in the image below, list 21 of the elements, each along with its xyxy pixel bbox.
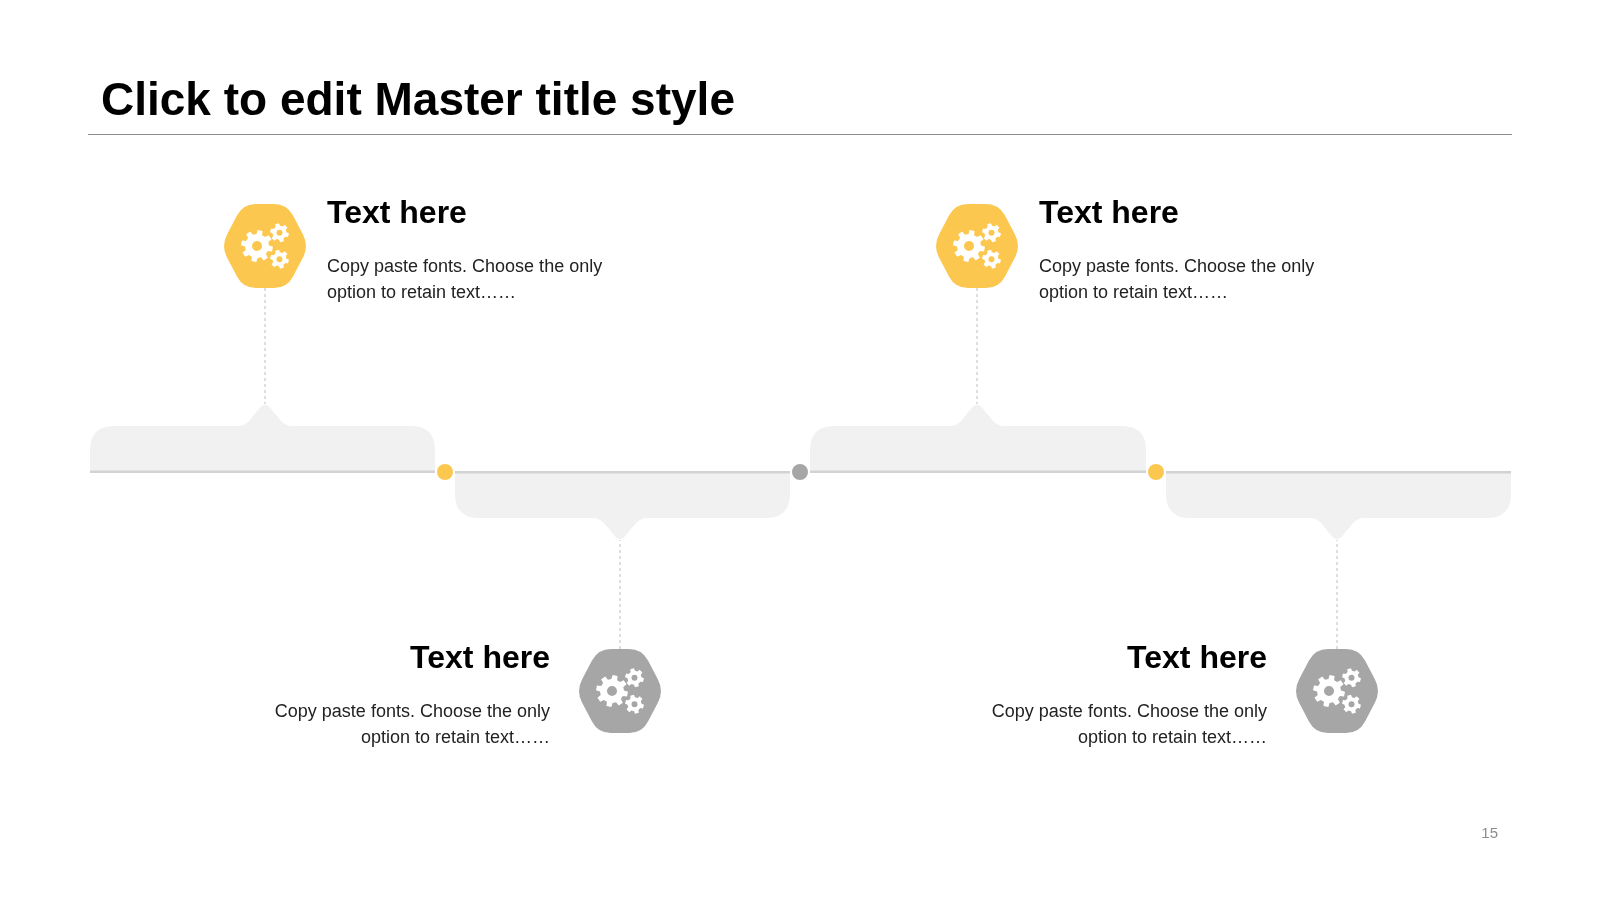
dashed-connector [264, 287, 266, 405]
hexagon-badge [576, 649, 664, 733]
dashed-connector [1336, 539, 1338, 650]
heading: Text here [1039, 196, 1179, 228]
hexagon-badge [1293, 649, 1381, 733]
description: Copy paste fonts. Choose the only option to retain text…… [1039, 255, 1316, 304]
description: Copy paste fonts. Choose the only option to retain text…… [327, 255, 604, 304]
dashed-connector [619, 539, 621, 650]
description: Copy paste fonts. Choose the only option to retain text…… [990, 700, 1267, 749]
hexagon-badge [221, 204, 309, 288]
callout-band [455, 471, 790, 540]
callout-band [1166, 471, 1511, 540]
page-number: 15 [1481, 825, 1498, 840]
heading: Text here [410, 641, 550, 673]
hexagon-badge [933, 204, 1021, 288]
callout-band [810, 404, 1146, 473]
heading: Text here [1127, 641, 1267, 673]
dashed-connector [976, 287, 978, 405]
heading: Text here [327, 196, 467, 228]
description: Copy paste fonts. Choose the only option to retain text…… [273, 700, 550, 749]
callout-band [90, 404, 435, 473]
